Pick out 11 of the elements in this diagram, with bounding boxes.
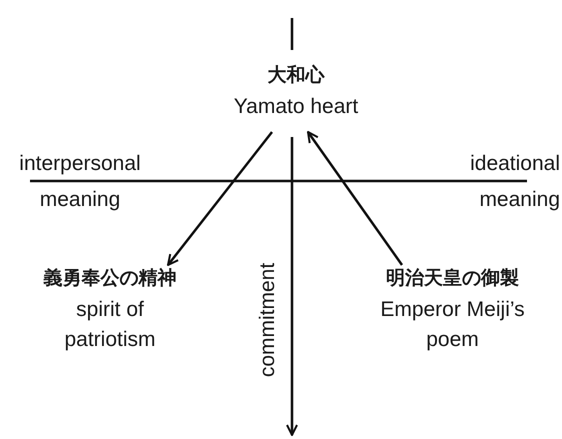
translation-text: Yamato heart [232,94,360,120]
axis-label: interpersonal meaning [18,151,142,213]
heading-text: 義勇奉公の精神 [42,266,178,291]
translation-text: spirit of patriotism [63,297,157,353]
axis-label: commitment [256,262,280,378]
axis-label: ideational meaning [469,151,560,213]
heading-text: 明治天皇の御製 [385,266,520,291]
arrow [167,131,273,266]
arrow [306,131,404,266]
heading-text: 大和心 [266,63,326,88]
translation-text: Emperor Meiji’s poem [379,297,526,353]
